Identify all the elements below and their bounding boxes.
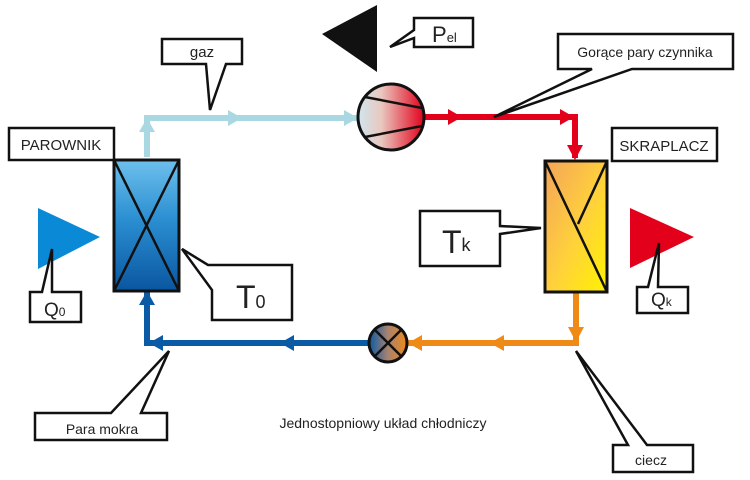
callout-q0: Q0 [28, 248, 83, 324]
diagram-title: Jednostopniowy układ chłodniczy [279, 415, 486, 431]
tk-symbol: T [442, 224, 462, 260]
gas-line [139, 110, 358, 157]
compressor [356, 82, 426, 152]
label-gas: gaz [190, 44, 214, 61]
gas-flow-arrow-right [228, 110, 242, 126]
qk-symbol: Q [651, 290, 666, 311]
callout-hot-vapor: Gorące pary czynnika [493, 32, 735, 119]
callout-tk: Tk [418, 209, 542, 268]
label-t0: T0 [236, 279, 266, 315]
liquid-flow-arrow-down [568, 327, 584, 342]
gas-flow-arrow-right [344, 110, 358, 126]
label-condenser: SKRAPLACZ [619, 138, 708, 155]
callout-evaporator: PAROWNIK [7, 126, 116, 162]
heat-out-qk-icon [630, 208, 694, 268]
tk-subscript: k [462, 235, 472, 255]
q0-subscript: 0 [59, 305, 66, 319]
wet-flow-arrow-up [139, 291, 155, 305]
hot-flow-arrow-right [448, 109, 462, 125]
liquid-line [408, 292, 584, 351]
callout-t0: T0 [180, 247, 294, 322]
label-liquid: ciecz [635, 452, 667, 468]
label-wet-vapor: Para mokra [66, 421, 139, 437]
electric-power-icon [322, 5, 377, 72]
callout-condenser: SKRAPLACZ [610, 126, 719, 163]
gas-flow-arrow-up [139, 118, 155, 132]
callout-liquid: ciecz [574, 350, 695, 474]
hot-vapor-line [425, 109, 583, 160]
label-tk: Tk [442, 224, 472, 260]
q0-symbol: Q [44, 300, 59, 321]
t0-symbol: T [236, 279, 256, 315]
power-subscript: el [447, 30, 457, 45]
hot-flow-arrow-down [567, 145, 583, 160]
power-symbol: P [432, 22, 447, 47]
label-q0: Q0 [44, 300, 66, 321]
callout-power: Pel [389, 16, 475, 49]
callout-qk: Qk [635, 242, 690, 315]
label-evaporator: PAROWNIK [21, 137, 102, 154]
callout-gas: gaz [160, 37, 244, 111]
wet-flow-arrow-left [149, 335, 163, 351]
t0-subscript: 0 [256, 292, 266, 312]
callout-wet-vapor: Para mokra [33, 350, 171, 442]
wet-flow-arrow-left [280, 335, 294, 351]
evaporator [112, 158, 181, 293]
label-hot-vapor: Gorące pary czynnika [577, 44, 713, 60]
heat-in-q0-icon [38, 208, 100, 269]
label-qk: Qk [651, 290, 673, 311]
qk-subscript: k [666, 295, 673, 309]
label-power: Pel [432, 22, 457, 47]
expansion-valve [367, 322, 409, 364]
liquid-flow-arrow-left [408, 335, 422, 351]
hot-flow-arrow-right [560, 109, 574, 125]
liquid-flow-arrow-left [490, 335, 504, 351]
wet-vapor-line [139, 291, 368, 351]
condenser [543, 159, 609, 294]
